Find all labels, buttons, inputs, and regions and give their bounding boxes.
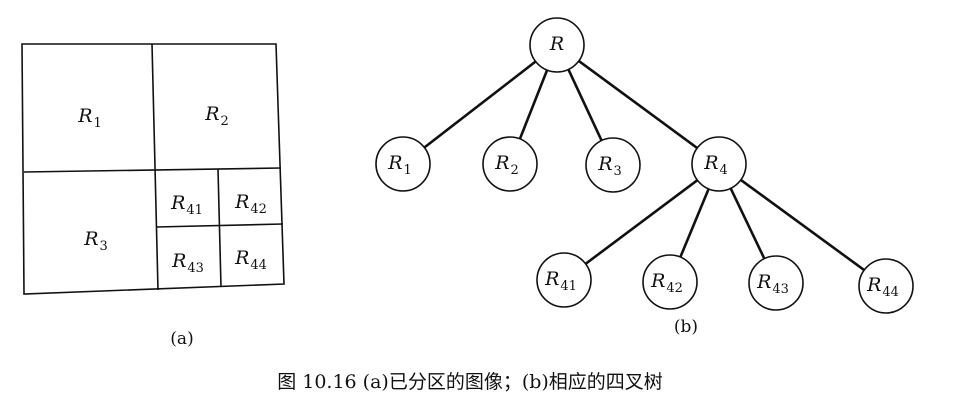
image-outline (21, 43, 285, 295)
node-circle (536, 252, 592, 308)
tree-node-r44: R44 (858, 258, 914, 314)
edge-r-r2 (518, 69, 549, 140)
node-label-r43: R43 (756, 271, 789, 297)
tree-node-r2: R2 (482, 136, 538, 192)
vertical-divider (151, 43, 159, 291)
node-label-r4: R4 (703, 152, 728, 178)
node-circle (375, 136, 431, 192)
edge-r-r1 (423, 60, 537, 149)
quadrant-horizontal-divider (155, 223, 284, 228)
tree-node-r3: R3 (585, 137, 641, 193)
region-label-r44: R44 (234, 247, 267, 273)
tree-edges (423, 59, 865, 272)
tree-node-r: R (529, 17, 585, 73)
tree-node-r41: R41 (536, 252, 592, 308)
node-label-r1: R1 (387, 152, 412, 178)
region-label-r2: R2 (204, 103, 229, 129)
region-label-r42: R42 (234, 191, 267, 217)
tree-node-r42: R42 (642, 254, 698, 310)
node-label-r2: R2 (494, 152, 519, 178)
quadrant-vertical-divider (217, 168, 222, 288)
node-circle (691, 136, 747, 192)
region-label-r1: R1 (77, 105, 102, 131)
node-circle (482, 136, 538, 192)
tree-node-r43: R43 (748, 255, 804, 311)
node-circle (858, 258, 914, 314)
panel-b-caption: (b) (674, 317, 698, 337)
region-label-r41: R41 (170, 192, 203, 218)
horizontal-divider (23, 167, 282, 173)
edge-r4-r43 (729, 187, 766, 260)
node-label-r: R (549, 33, 564, 55)
node-circle (585, 137, 641, 193)
node-circle (529, 17, 585, 73)
node-circle (748, 255, 804, 311)
node-label-r42: R42 (650, 270, 683, 296)
figure-caption: 图 10.16 (a)已分区的图像；(b)相应的四叉树 (277, 371, 663, 393)
tree-node-r1: R1 (375, 136, 431, 192)
partitioned-image (21, 43, 285, 295)
tree-node-r4: R4 (691, 136, 747, 192)
edge-r4-r41 (584, 179, 699, 265)
region-label-r43: R43 (171, 250, 204, 276)
edge-r4-r44 (740, 178, 865, 272)
edge-r4-r42 (679, 188, 710, 258)
node-circle (642, 254, 698, 310)
panel-a-caption: (a) (170, 329, 193, 349)
edge-r-r4 (577, 59, 699, 150)
node-label-r44: R44 (866, 274, 899, 300)
node-label-r41: R41 (544, 268, 577, 294)
region-label-r3: R3 (83, 228, 108, 254)
edge-r-r3 (567, 68, 603, 142)
node-label-r3: R3 (597, 153, 622, 179)
